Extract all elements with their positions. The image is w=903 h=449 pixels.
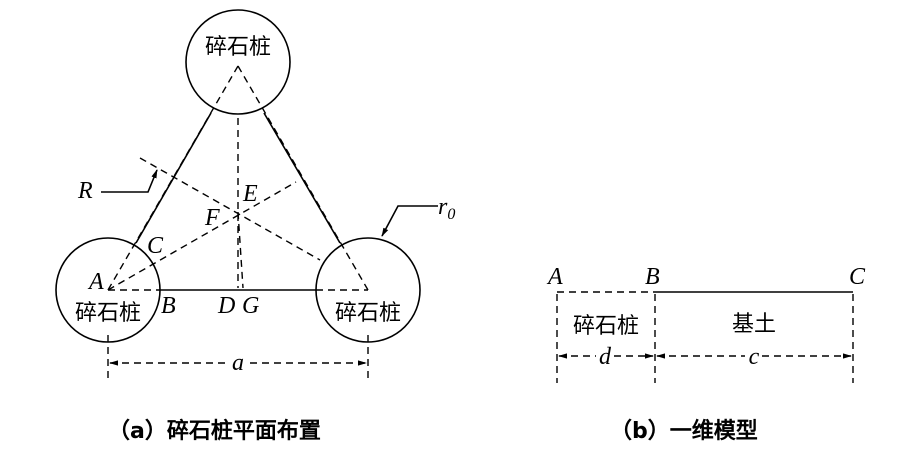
pile-circle-top — [185, 9, 291, 115]
triangle-side-left — [135, 112, 212, 244]
point-label-B-b: B — [645, 264, 660, 290]
dashed-AE — [107, 181, 297, 291]
caption-b: （b）一维模型 — [610, 418, 758, 444]
point-label-A: A — [87, 269, 104, 295]
panel-a: 碎石桩 碎石桩 碎石桩 A B C D E F G R r0 a （a）碎石桩平… — [55, 9, 455, 444]
point-label-C: C — [147, 233, 164, 259]
point-label-A-b: A — [546, 264, 563, 290]
soil-label: 基土 — [732, 312, 776, 337]
point-label-B: B — [161, 293, 176, 319]
triangle-side-right — [263, 112, 341, 244]
point-label-D: D — [217, 293, 235, 319]
caption-a: （a）碎石桩平面布置 — [108, 418, 321, 444]
dim-label-c: c — [749, 344, 760, 370]
label-r: r0 — [438, 194, 455, 223]
pile-label-top: 碎石桩 — [205, 35, 271, 60]
pile-label-left: 碎石桩 — [75, 301, 141, 326]
dim-label-d: d — [599, 344, 612, 370]
point-label-G: G — [242, 293, 259, 319]
panel-b: A B C 碎石桩 基土 d c （b）一维模型 — [546, 264, 866, 444]
dashed-FG — [237, 211, 244, 289]
dashed-R-line — [139, 157, 321, 261]
point-label-F: F — [204, 205, 220, 231]
label-R: R — [77, 178, 93, 204]
point-label-C-b: C — [849, 264, 866, 290]
r0-leader-arrow — [381, 205, 438, 237]
pile-label-b: 碎石桩 — [573, 314, 639, 339]
dim-label-a: a — [232, 350, 244, 376]
R-leader-arrow — [101, 169, 158, 193]
dashed-right-top — [237, 65, 369, 291]
point-label-E: E — [242, 181, 258, 207]
pile-label-right: 碎石桩 — [335, 301, 401, 326]
